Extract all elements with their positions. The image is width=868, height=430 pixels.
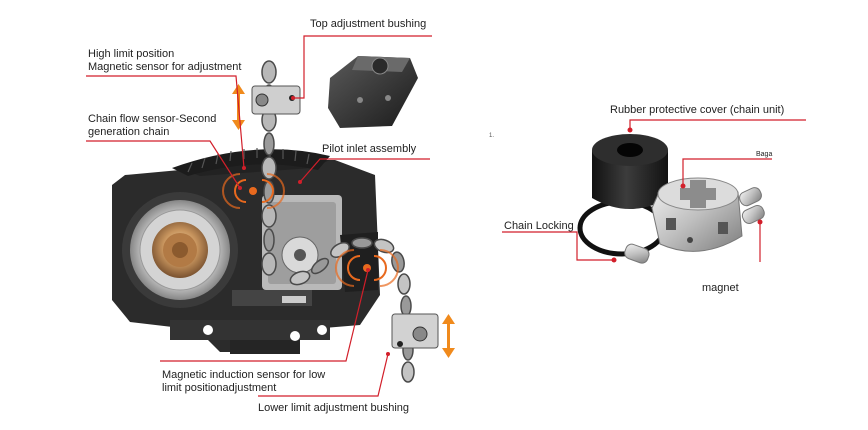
stray-mark: 1.	[489, 133, 495, 139]
hoist-housing	[112, 148, 380, 354]
upper-stopper	[251, 85, 301, 115]
leader-lines	[86, 35, 806, 397]
sensor-wave-low	[335, 249, 399, 287]
magnet-pins	[624, 187, 765, 264]
label-pilot-inlet: Pilot inlet assembly	[322, 143, 417, 155]
label-rubber-cover: Rubber protective cover (chain unit)	[610, 104, 785, 116]
label-baga: Baga	[756, 151, 773, 158]
lower-stopper	[391, 313, 439, 349]
label-top-bushing: Top adjustment bushing	[310, 18, 427, 30]
label-chain-flow-2: generation chain	[88, 126, 170, 138]
baga-body-image	[651, 177, 743, 252]
label-high-limit-1: High limit position	[88, 48, 175, 60]
label-magnet: magnet	[702, 282, 739, 294]
label-lower-bushing: Lower limit adjustment bushing	[258, 402, 410, 414]
label-low-sensor-2: limit positionadjustment	[162, 382, 277, 394]
label-chain-flow-1: Chain flow sensor-Second	[88, 113, 217, 125]
sensor-wave-high	[222, 173, 285, 209]
label-chain-locking: Chain Locking	[504, 220, 574, 232]
rubber-cover-image	[592, 134, 668, 209]
label-high-limit-2: Magnetic sensor for adjustment	[88, 61, 242, 73]
top-bushing-image	[328, 56, 418, 128]
o-ring	[577, 199, 667, 257]
up-down-arrow-bottom	[442, 314, 455, 358]
label-low-sensor-1: Magnetic induction sensor for low	[162, 369, 326, 381]
leader-dots	[238, 96, 763, 356]
